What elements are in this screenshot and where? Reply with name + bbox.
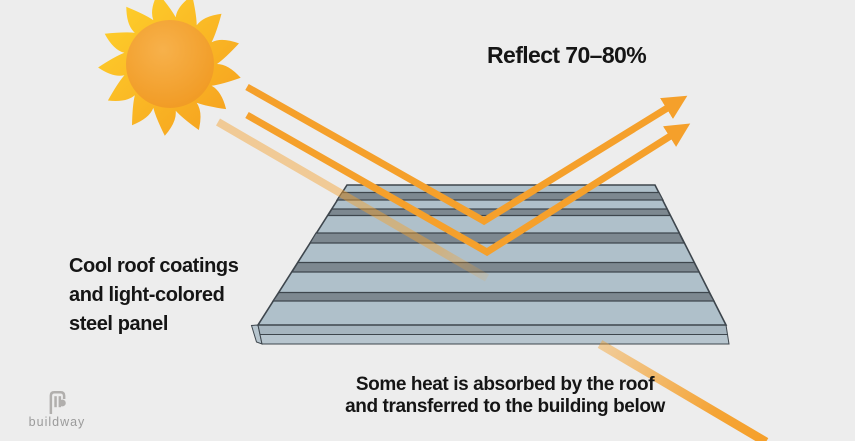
absorbed-heat-ray [215,118,769,441]
absorbed-heat-label: Some heat is absorbed by the roof and tr… [338,374,672,417]
absorb-label-line: Some heat is absorbed by the roof [355,374,655,395]
logo-wordmark: buildway [28,415,86,429]
roof-top-surface [256,184,728,326]
sun-icon [98,0,241,136]
reflected-ray-1 [245,83,688,226]
roof-side-upper-strip [257,324,729,335]
absorbed-ray-lower-segment [597,340,769,441]
roof-rib-band [271,291,716,302]
buildway-logo: buildway [26,390,88,429]
coating-label-line: Cool roof coatings [69,255,239,277]
buildway-logo-icon [49,391,66,414]
absorbed-ray-upper-segment [215,118,490,282]
coating-label-line: steel panel [69,313,168,335]
roof-panel [250,184,730,345]
roof-side-lower-strip [259,334,730,345]
reflect-percentage-label: Reflect 70–80% [487,42,647,68]
reflected-ray-2 [245,111,691,257]
reflected-sunray-arrows [245,83,691,257]
absorb-label-line: and transferred to the building below [345,395,665,417]
roof-rib-band [308,232,685,244]
roof-rib-band [290,261,700,273]
cool-roof-coating-label: Cool roof coatings and light-colored ste… [69,252,239,339]
sun-core [126,20,214,108]
coating-label-line: and light-colored [69,284,225,306]
